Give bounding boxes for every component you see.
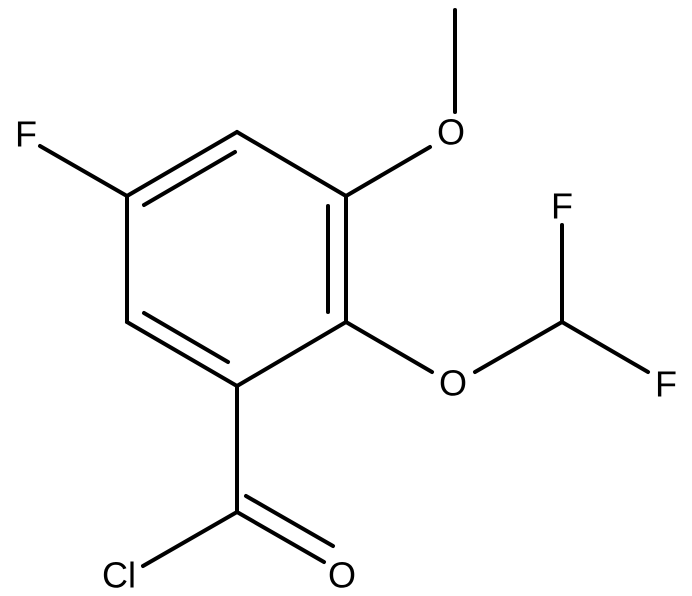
atom-f-right: F [655, 364, 677, 405]
bond-ring-to-fluoro [38, 144, 129, 198]
atom-labels: F O O F F Cl O [15, 112, 677, 596]
bond-ether-o-to-chf2 [473, 320, 564, 374]
ring-inner-double-top [142, 150, 237, 207]
bond-carbonyl-c-to-o-b [244, 494, 335, 548]
ring-inner-double-lower-left [142, 311, 230, 364]
atom-o-methoxy: O [437, 112, 465, 153]
atom-f-top: F [551, 186, 573, 227]
atom-cl: Cl [102, 555, 136, 596]
bond-ring-to-ether-o [344, 320, 434, 374]
atom-o-carbonyl: O [328, 555, 356, 596]
bond-carbonyl-c-to-cl [141, 510, 239, 568]
ring-bond-c4-c5 [235, 320, 348, 388]
bonds [38, 8, 650, 568]
bond-carbonyl-c-to-o-a [235, 510, 326, 564]
ring-bond-c1-c2 [125, 130, 239, 198]
bond-chf2-to-f-right [560, 320, 650, 374]
bond-ring-to-methoxy-o [344, 145, 432, 198]
atom-f-ring: F [15, 114, 37, 155]
ring-bond-c2-c3 [235, 130, 348, 198]
ring-bond-c5-c6 [125, 320, 239, 388]
atom-o-ether: O [439, 363, 467, 404]
